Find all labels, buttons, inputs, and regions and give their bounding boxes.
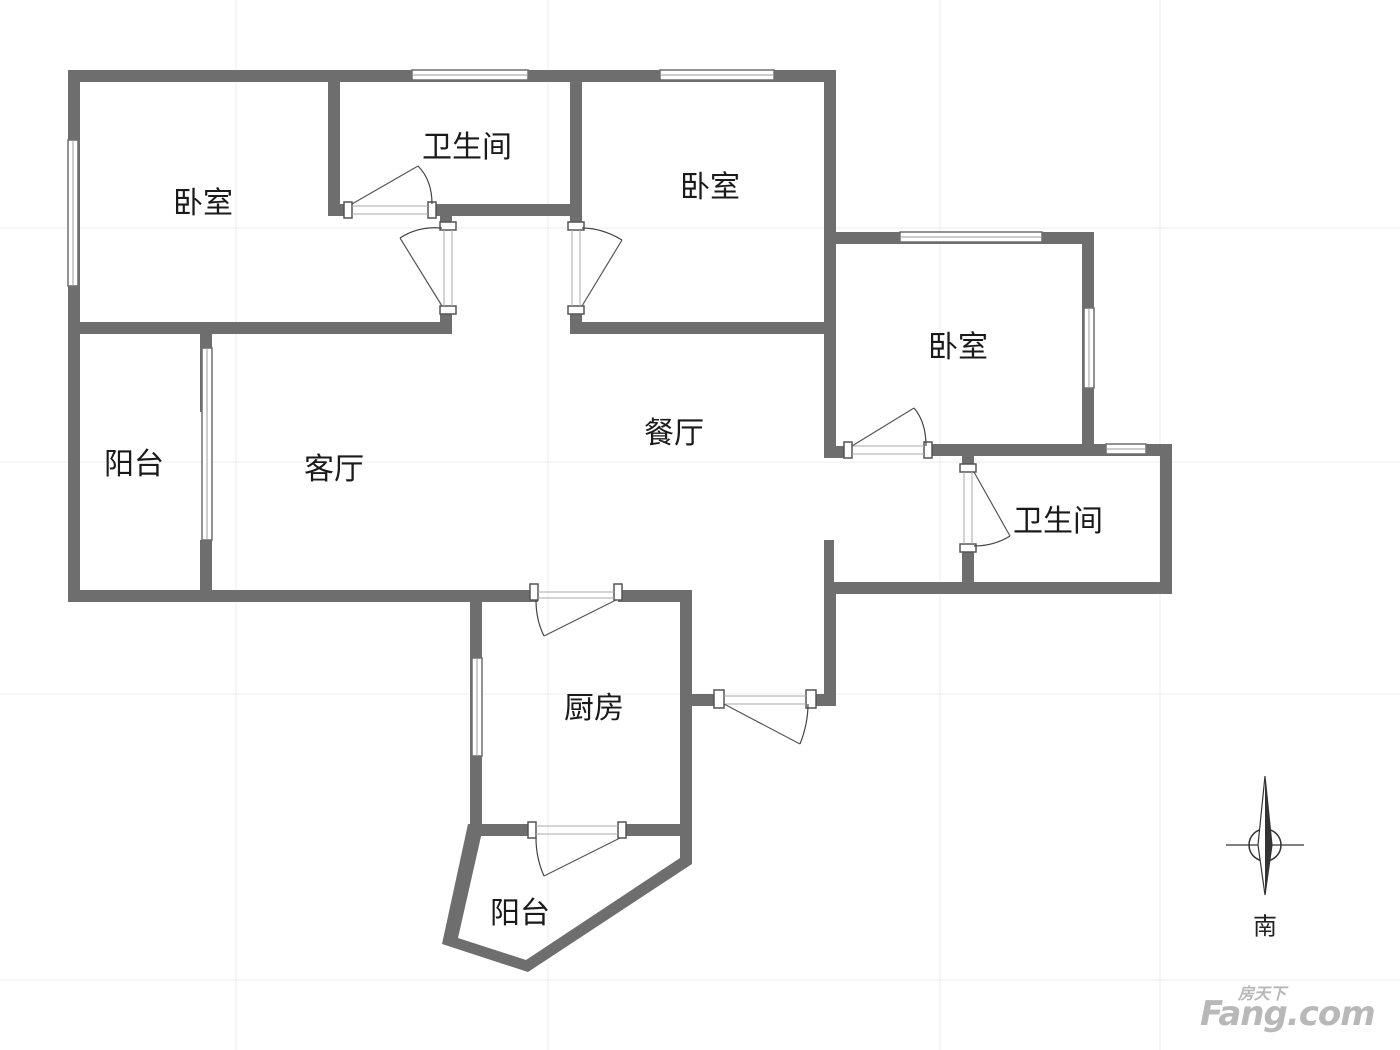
room-label-kitchen: 厨房 <box>564 691 624 726</box>
wall-bedroom-n-south <box>570 322 836 334</box>
wall-bath-n-east <box>570 70 582 226</box>
compass-direction-label: 南 <box>1253 912 1277 941</box>
watermark-brand-en: Fang.com <box>1200 994 1376 1034</box>
door-balcony-s <box>543 837 621 877</box>
door-bath-n <box>351 165 419 205</box>
watermark-brand-cn: 房天下 <box>1238 984 1287 1003</box>
wall-door-jamb-bottom <box>440 310 452 334</box>
wall-bedroom-nw-south <box>68 322 452 334</box>
wall-corridor-east-stub <box>824 540 834 582</box>
compass-rose <box>1226 775 1304 896</box>
door-entrance <box>723 703 801 745</box>
door-bedroom-n <box>581 239 623 307</box>
wall-kitchen-east <box>680 590 692 836</box>
room-label-living-room: 客厅 <box>304 452 364 487</box>
wall-kitchen-top-right <box>618 590 692 602</box>
door-kitchen <box>543 599 617 637</box>
room-label-balcony-s: 阳台 <box>490 896 550 931</box>
room-label-dining-room: 餐厅 <box>644 416 704 451</box>
windows <box>67 69 1147 757</box>
room-label-bedroom-nw: 卧室 <box>173 186 233 221</box>
door-bedroom-e <box>851 407 915 447</box>
wall-door-jamb-bottom-2 <box>570 310 582 334</box>
wall-north-east <box>824 70 836 242</box>
wall-balcony-w-bottom <box>200 540 212 600</box>
wall-bath-e-bottom <box>824 582 1172 594</box>
room-label-bathroom-n: 卫生间 <box>422 130 512 165</box>
door-bedroom-nw <box>399 237 443 307</box>
room-label-bedroom-n: 卧室 <box>680 170 740 205</box>
room-label-bedroom-e: 卧室 <box>928 330 988 365</box>
wall-bath-n-west <box>328 70 340 216</box>
doors <box>343 165 1011 877</box>
wall-bath-e-east <box>1160 444 1172 594</box>
room-label-bathroom-e: 卫生间 <box>1013 504 1103 539</box>
wall-living-south <box>68 590 538 602</box>
wall-bath-e-west-bottom <box>962 548 974 588</box>
wall-bath-n-bottom-right <box>430 204 582 216</box>
wall-entry-left <box>688 694 716 706</box>
door-bath-e <box>973 471 1011 537</box>
wall-kitchen-bottom-right <box>622 824 692 836</box>
wall-bedroom-e-west <box>824 232 836 458</box>
wall-corridor-east <box>824 582 836 706</box>
wall-balcony-south <box>442 824 692 972</box>
wall-kitchen-bottom-left <box>470 824 534 836</box>
room-label-balcony-w: 阳台 <box>104 447 164 482</box>
